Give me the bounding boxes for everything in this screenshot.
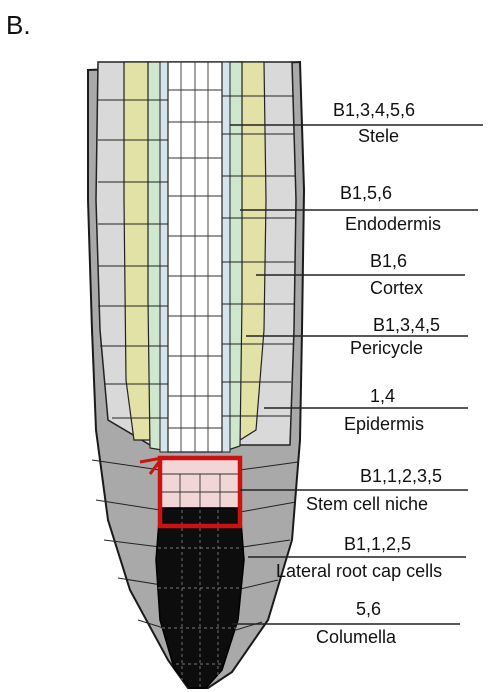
label-epidermis-name: Epidermis — [344, 414, 424, 434]
cortex-region-left — [124, 62, 150, 440]
label-pericycle-code: B1,3,4,5 — [373, 315, 440, 335]
label-lateral-root-cap-code: B1,1,2,5 — [344, 534, 411, 554]
panel-label: B. — [6, 10, 31, 40]
label-stem-cell-niche-code: B1,1,2,3,5 — [360, 466, 442, 486]
label-endodermis-name: Endodermis — [345, 214, 441, 234]
label-columella-name: Columella — [316, 627, 397, 647]
label-endodermis-code: B1,5,6 — [340, 183, 392, 203]
label-cortex-code: B1,6 — [370, 251, 407, 271]
label-cortex-name: Cortex — [370, 278, 423, 298]
label-stele-code: B1,3,4,5,6 — [333, 100, 415, 120]
label-epidermis-code: 1,4 — [370, 386, 395, 406]
label-stem-cell-niche-name: Stem cell niche — [306, 494, 428, 514]
label-pericycle-name: Pericycle — [350, 338, 423, 358]
label-columella-code: 5,6 — [356, 599, 381, 619]
label-lateral-root-cap-name: Lateral root cap cells — [276, 561, 442, 581]
label-stele-name: Stele — [358, 126, 399, 146]
